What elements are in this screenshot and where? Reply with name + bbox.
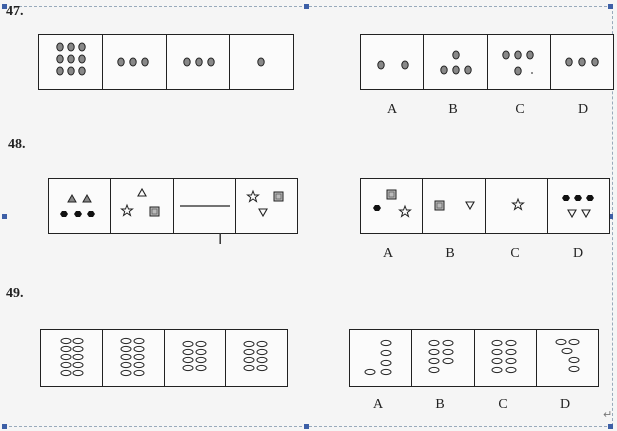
- text-cursor-icon: I: [218, 230, 223, 248]
- q48-label-d: D: [572, 246, 584, 261]
- q49-option-b[interactable]: [412, 330, 475, 386]
- question-47-number: 47.: [6, 4, 24, 19]
- q47-option-a-dots: [377, 60, 409, 70]
- resize-handle-top-right[interactable]: [608, 4, 613, 9]
- q49-cell4-ovals: [243, 340, 268, 372]
- resize-handle-bottom-center[interactable]: [304, 424, 309, 429]
- q47-option-c[interactable]: [488, 35, 551, 89]
- q49-options-strip: [349, 329, 599, 387]
- q48-blank-line: [179, 205, 230, 207]
- q49-question-cell-2: [103, 330, 165, 386]
- q49-cell2-ovals: [120, 337, 145, 377]
- q47-label-d: D: [577, 102, 589, 117]
- q47-question-cell-1: [39, 35, 103, 89]
- q49-question-cell-1: [41, 330, 103, 386]
- q47-options-strip: [360, 34, 614, 90]
- q47-option-a[interactable]: [361, 35, 425, 89]
- q49-option-d-ovals: [555, 338, 580, 373]
- q49-question-strip: [40, 329, 288, 387]
- q49-label-c: C: [498, 397, 508, 412]
- q48-option-b-shapes: [434, 200, 476, 211]
- q47-label-c: C: [515, 102, 525, 117]
- q48-option-a[interactable]: [361, 179, 424, 233]
- q48-question-cell-3-blank: [174, 179, 236, 233]
- resize-handle-top-center[interactable]: [304, 4, 309, 9]
- q47-option-d-dots: [565, 57, 599, 67]
- q47-question-cell-4: [230, 35, 293, 89]
- q48-cell4-shapes: [245, 189, 284, 218]
- q47-option-d[interactable]: [551, 35, 613, 89]
- q49-option-c-ovals: [491, 339, 516, 374]
- q48-question-cell-1: [49, 179, 112, 233]
- q48-question-cell-2: [111, 179, 174, 233]
- q48-option-b[interactable]: [423, 179, 486, 233]
- resize-handle-bottom-left[interactable]: [2, 424, 7, 429]
- q47-cell2-dots: [117, 57, 149, 67]
- q49-label-a: A: [372, 397, 384, 412]
- q47-label-a: A: [386, 102, 398, 117]
- q48-label-c: C: [510, 246, 520, 261]
- q48-option-a-shapes: [373, 189, 412, 218]
- q49-option-a[interactable]: [350, 330, 413, 386]
- q47-question-strip: [38, 34, 294, 90]
- resize-handle-middle-left[interactable]: [2, 214, 7, 219]
- q47-option-b-dots: [440, 50, 472, 75]
- q47-cell4-dots: [257, 57, 265, 67]
- q48-options-strip: [360, 178, 610, 234]
- q48-option-d-shapes: [561, 195, 594, 219]
- q49-label-d: D: [559, 397, 571, 412]
- q48-question-cell-4: [236, 179, 297, 233]
- q47-option-b[interactable]: [424, 35, 488, 89]
- q47-question-cell-2: [103, 35, 167, 89]
- q47-option-c-dots: [501, 50, 534, 76]
- q49-cell1-ovals: [60, 337, 84, 377]
- q48-option-c[interactable]: [486, 179, 548, 233]
- q47-question-cell-3: [167, 35, 231, 89]
- q49-question-cell-3: [165, 330, 227, 386]
- q48-label-b: B: [445, 246, 455, 261]
- resize-handle-top-left[interactable]: [2, 4, 7, 9]
- q47-cell1-dots: [56, 42, 86, 76]
- q49-cell3-ovals: [182, 340, 206, 372]
- resize-handle-bottom-right[interactable]: [608, 424, 613, 429]
- q49-option-a-ovals: [364, 339, 392, 376]
- q49-option-b-ovals: [428, 339, 454, 374]
- q49-question-cell-4: [226, 330, 287, 386]
- q48-question-strip: [48, 178, 298, 234]
- q47-cell3-dots: [182, 57, 215, 67]
- resize-handle-middle-right[interactable]: [608, 214, 613, 219]
- q49-option-c[interactable]: [475, 330, 537, 386]
- q48-cell2-shapes: [120, 187, 160, 217]
- paragraph-return-mark: ↵: [603, 408, 613, 421]
- q49-option-d[interactable]: [537, 330, 598, 386]
- q49-label-b: B: [435, 397, 445, 412]
- q48-label-a: A: [382, 246, 394, 261]
- q47-label-b: B: [448, 102, 458, 117]
- q48-option-d[interactable]: [548, 179, 609, 233]
- q48-cell1-shapes: [60, 193, 95, 217]
- q48-option-c-shapes: [510, 197, 525, 211]
- question-48-number: 48.: [8, 137, 26, 152]
- question-49-number: 49.: [6, 286, 24, 301]
